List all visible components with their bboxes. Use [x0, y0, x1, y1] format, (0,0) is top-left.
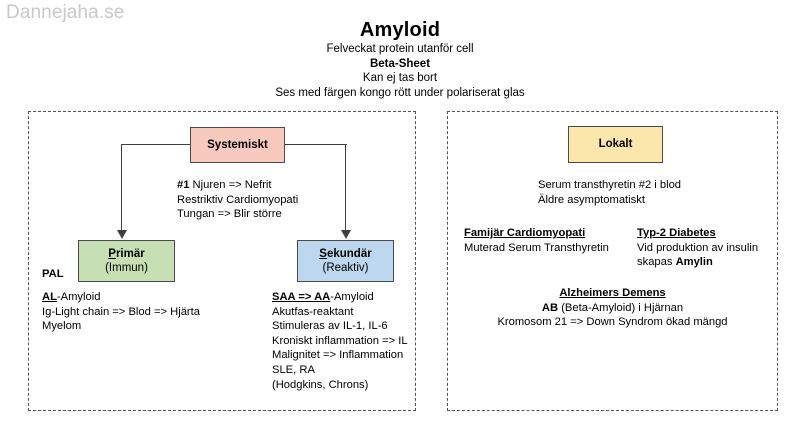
familjar-title: Famijär Cardiomyopati — [464, 227, 586, 239]
typ2-line-2-bold: Amylin — [675, 256, 713, 269]
sekundar-note-1-rest: -Amyloid — [330, 291, 374, 303]
connector-sekundar-vertical — [345, 144, 347, 231]
systemiskt-note-1-bold: #1 — [177, 179, 190, 191]
sekundar-note-line-2: Akutfas-reaktant — [272, 305, 354, 318]
sekundar-note-1-head: SAA => AA — [272, 291, 331, 303]
node-lokalt[interactable]: Lokalt — [568, 126, 663, 163]
primar-note-line-1: AL-Amyloid — [42, 290, 200, 305]
node-primar-sublabel: (Immun) — [105, 262, 148, 274]
watermark: Dannejaha.se — [6, 2, 125, 23]
systemiskt-note-line-3: Tungan => Blir större — [177, 208, 282, 221]
pal-label: PAL — [42, 268, 64, 280]
sekundar-note-line-5: Malignitet => Inflammation — [272, 349, 404, 362]
node-primar-initial: P — [108, 247, 116, 260]
sekundar-note-line-4: Kroniskt inflammation => IL — [272, 334, 408, 347]
node-sekundar-initial: S — [319, 247, 327, 260]
sekundar-note-line-7: (Hodgkins, Chrons) — [272, 378, 369, 391]
sekundar-notes: SAA => AA-Amyloid Akutfas-reaktant Stimu… — [272, 290, 408, 392]
systemiskt-note-line-1: #1 Njuren => Nefrit — [177, 178, 298, 193]
primar-note-1-rest: -Amyloid — [56, 291, 101, 303]
node-sekundar[interactable]: Sekundär (Reaktiv) — [297, 240, 394, 282]
typ2-line-1: Vid produktion av insulin — [637, 241, 759, 254]
node-primar-label: Primär — [108, 247, 144, 262]
primar-note-1-head: AL — [42, 291, 57, 303]
connector-systemiskt-to-sekundar-horizontal — [284, 144, 347, 146]
alzheimers-demens-block: Alzheimers Demens AB (Beta-Amyloid) i Hj… — [447, 286, 778, 330]
subtitle-line-3: Kan ej tas bort — [362, 72, 438, 84]
systemiskt-notes: #1 Njuren => Nefrit Restriktiv Cardiomyo… — [177, 178, 298, 222]
primar-notes: AL-Amyloid Ig-Light chain => Blod => Hjä… — [42, 290, 200, 334]
local-panel — [447, 111, 778, 411]
typ2-diabetes-block: Typ-2 Diabetes Vid produktion av insulin… — [637, 226, 758, 270]
sekundar-note-line-1: SAA => AA-Amyloid — [272, 290, 408, 305]
subtitle-line-1: Felveckat protein utanför cell — [326, 43, 474, 55]
lokalt-notes: Serum transthyretin #2 i blod Äldre asym… — [538, 178, 681, 207]
systemic-panel — [28, 111, 416, 411]
alzheimer-line-1-rest: (Beta-Amyloid) i Hjärnan — [558, 301, 684, 314]
node-sekundar-sublabel: (Reaktiv) — [322, 262, 369, 274]
lokalt-note-line-1: Serum transthyretin #2 i blod — [538, 179, 682, 191]
subtitle-line-2: Beta-Sheet — [369, 57, 431, 70]
node-lokalt-label: Lokalt — [598, 138, 633, 151]
arrowhead-primar — [116, 230, 127, 239]
systemiskt-note-1-rest: Njuren => Nefrit — [189, 179, 272, 191]
typ2-line-2-pre: skapas — [637, 256, 676, 269]
arrowhead-sekundar — [340, 230, 351, 239]
familjar-cardiomyopati-block: Famijär Cardiomyopati Muterad Serum Tran… — [464, 226, 609, 255]
node-primar-rest: rimär — [115, 247, 145, 260]
node-sekundar-rest: ekundär — [326, 247, 372, 260]
typ2-line-2: skapas Amylin — [637, 255, 758, 270]
connector-primar-vertical — [121, 144, 123, 231]
primar-note-line-3: Myelom — [42, 320, 82, 333]
sekundar-note-line-6: SLE, RA — [272, 363, 315, 376]
lokalt-note-line-2: Äldre asymptomatiskt — [538, 193, 645, 206]
alzheimer-line-1-bold: AB — [541, 301, 559, 314]
familjar-line-1: Muterad Serum Transthyretin — [464, 241, 609, 254]
page-title: Amyloid — [359, 19, 441, 41]
node-systemiskt[interactable]: Systemiskt — [190, 127, 285, 163]
alzheimer-title: Alzheimers Demens — [559, 287, 666, 299]
sekundar-note-line-3: Stimuleras av IL-1, IL-6 — [272, 320, 388, 333]
primar-note-line-2: Ig-Light chain => Blod => Hjärta — [42, 305, 200, 318]
node-primar[interactable]: Primär (Immun) — [78, 240, 175, 282]
typ2-title: Typ-2 Diabetes — [637, 227, 716, 239]
alzheimer-line-1: AB (Beta-Amyloid) i Hjärnan — [447, 301, 778, 316]
title-block: Amyloid Felveckat protein utanför cell B… — [0, 18, 800, 100]
subtitle-line-4: Ses med färgen kongo rött under polarise… — [275, 86, 525, 99]
node-sekundar-label: Sekundär — [319, 247, 371, 262]
node-systemiskt-label: Systemiskt — [207, 138, 268, 151]
connector-systemiskt-to-primar-horizontal — [121, 144, 191, 146]
systemiskt-note-line-2: Restriktiv Cardiomyopati — [177, 193, 299, 206]
alzheimer-line-2: Kromosom 21 => Down Syndrom ökad mängd — [497, 316, 728, 329]
